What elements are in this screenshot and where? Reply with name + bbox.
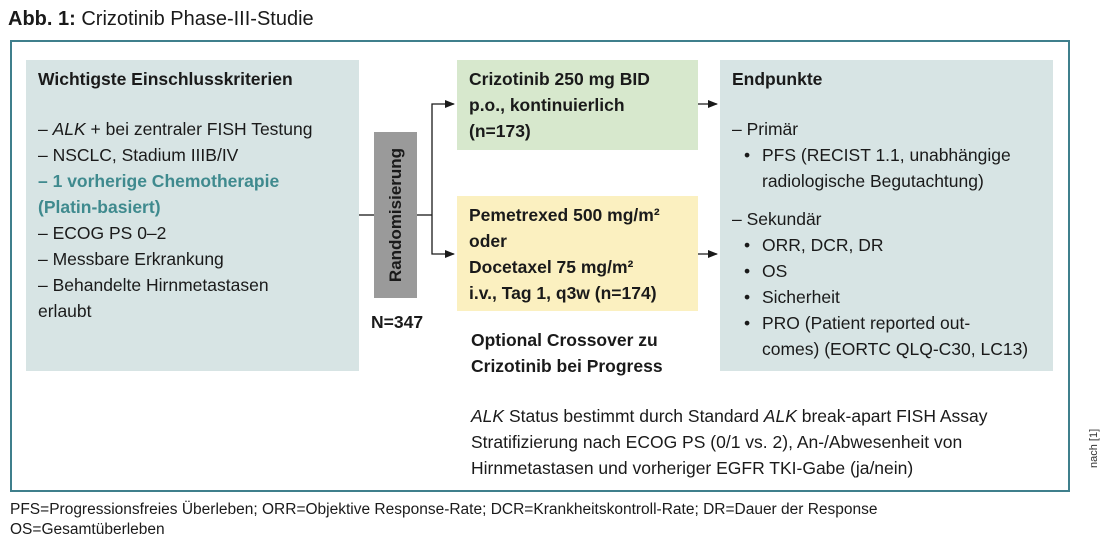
randomization-box: Randomisierung <box>374 132 417 298</box>
bullet-icon: • <box>744 235 751 255</box>
bullet-icon: • <box>744 313 751 333</box>
inclusion-item-alk: – ALK + bei zentraler FISH Testung <box>38 116 347 142</box>
note-line: Stratifizierung nach ECOG PS (0/1 vs. 2)… <box>471 432 963 452</box>
note-line: ALK Status bestimmt durch Standard ALK b… <box>471 403 988 429</box>
secondary-item: • ORR, DCR, DR <box>732 232 1041 258</box>
inclusion-item-nsclc: – NSCLC, Stadium IIIB/IV <box>38 145 239 165</box>
figure-title: Abb. 1: Crizotinib Phase-III-Studie <box>8 8 314 31</box>
bullet-icon: • <box>744 261 751 281</box>
secondary-label: – Sekundär <box>732 209 822 229</box>
inclusion-item-measurable: – Messbare Erkrankung <box>38 249 224 269</box>
secondary-item-text: OS <box>762 261 788 281</box>
figure-frame <box>10 40 1070 492</box>
arm1-line: (n=173) <box>469 121 531 141</box>
secondary-item: • OS <box>732 258 1041 284</box>
primary-item-text: radiologische Begutachtung) <box>762 171 984 191</box>
note-text: break-apart FISH Assay <box>796 406 988 426</box>
secondary-item-text: ORR, DCR, DR <box>762 235 884 255</box>
inclusion-item-dash: – <box>38 119 53 139</box>
footnote-line: PFS=Progressionsfreies Überleben; ORR=Ob… <box>10 501 878 518</box>
inclusion-item-alk-em: ALK <box>52 119 86 139</box>
arm2-line: Docetaxel 75 mg/m² <box>469 257 634 277</box>
arm2-line: Pemetrexed 500 mg/m² <box>469 205 660 225</box>
note-line: Hirnmetastasen und vorheriger EGFR TKI-G… <box>471 458 914 478</box>
inclusion-heading: Wichtigste Einschlusskriterien <box>38 69 293 89</box>
stratification-note: ALK Status bestimmt durch Standard ALK b… <box>471 403 988 481</box>
arm1-line: p.o., kontinuierlich <box>469 95 625 115</box>
footnote-line: OS=Gesamtüberleben <box>10 521 165 538</box>
arm2-line: i.v., Tag 1, q3w (n=174) <box>469 283 657 303</box>
primary-item: • PFS (RECIST 1.1, unabhängige <box>732 142 1041 168</box>
crizotinib-arm-box: Crizotinib 250 mg BID p.o., kontinuierli… <box>457 60 698 150</box>
secondary-item-text: comes) (EORTC QLQ-C30, LC13) <box>762 339 1029 359</box>
inclusion-criteria-box: Wichtigste Einschlusskriterien – ALK + b… <box>26 60 359 371</box>
primary-item-cont: radiologische Begutachtung) <box>732 168 1041 194</box>
inclusion-item-chemo-cont: (Platin-basiert) <box>38 197 161 217</box>
inclusion-item-brain-mets-cont: erlaubt <box>38 301 92 321</box>
inclusion-item-alk-rest: + bei zentraler FISH Testung <box>85 119 313 139</box>
endpoints-heading: Endpunkte <box>732 69 823 89</box>
crossover-note: Optional Crossover zu Crizotinib bei Pro… <box>471 327 663 379</box>
bullet-icon: • <box>744 145 751 165</box>
inclusion-item-ecog: – ECOG PS 0–2 <box>38 223 167 243</box>
note-text: Status bestimmt durch Standard <box>504 406 764 426</box>
bullet-icon: • <box>744 287 751 307</box>
inclusion-list: – ALK + bei zentraler FISH Testung – NSC… <box>38 116 347 324</box>
inclusion-item-brain-mets: – Behandelte Hirnmetastasen <box>38 275 269 295</box>
secondary-list: • ORR, DCR, DR • OS • Sicherheit • PRO (Pati… <box>732 232 1041 362</box>
secondary-item: • PRO (Patient reported out- <box>732 310 1041 336</box>
secondary-item: • Sicherheit <box>732 284 1041 310</box>
note-alk-em: ALK <box>471 406 505 426</box>
figure-title-text: Crizotinib Phase-III-Studie <box>81 8 314 30</box>
footnotes: PFS=Progressionsfreies Überleben; ORR=Ob… <box>10 500 878 540</box>
arm1-line: Crizotinib 250 mg BID <box>469 69 650 89</box>
randomization-label: Randomisierung <box>385 147 405 283</box>
endpoints-box: Endpunkte – Primär • PFS (RECIST 1.1, una… <box>720 60 1053 371</box>
figure-label: Abb. 1: <box>8 8 76 30</box>
sample-size: N=347 <box>371 312 424 332</box>
primary-label: – Primär <box>732 119 799 139</box>
crossover-line: Optional Crossover zu <box>471 330 658 350</box>
arm2-line: oder <box>469 231 507 251</box>
secondary-item-text: PRO (Patient reported out- <box>762 313 971 333</box>
inclusion-item-chemo: – 1 vorherige Chemotherapie <box>38 171 280 191</box>
secondary-item-cont: comes) (EORTC QLQ-C30, LC13) <box>732 336 1041 362</box>
note-alk-em: ALK <box>763 406 797 426</box>
crossover-line: Crizotinib bei Progress <box>471 356 663 376</box>
primary-item-text: PFS (RECIST 1.1, unabhängige <box>762 145 1011 165</box>
reference-label: nach [1] <box>1088 428 1100 468</box>
secondary-item-text: Sicherheit <box>762 287 840 307</box>
chemotherapy-arm-box: Pemetrexed 500 mg/m² oder Docetaxel 75 m… <box>457 196 698 311</box>
primary-list: • PFS (RECIST 1.1, unabhängige radiologis… <box>732 142 1041 194</box>
